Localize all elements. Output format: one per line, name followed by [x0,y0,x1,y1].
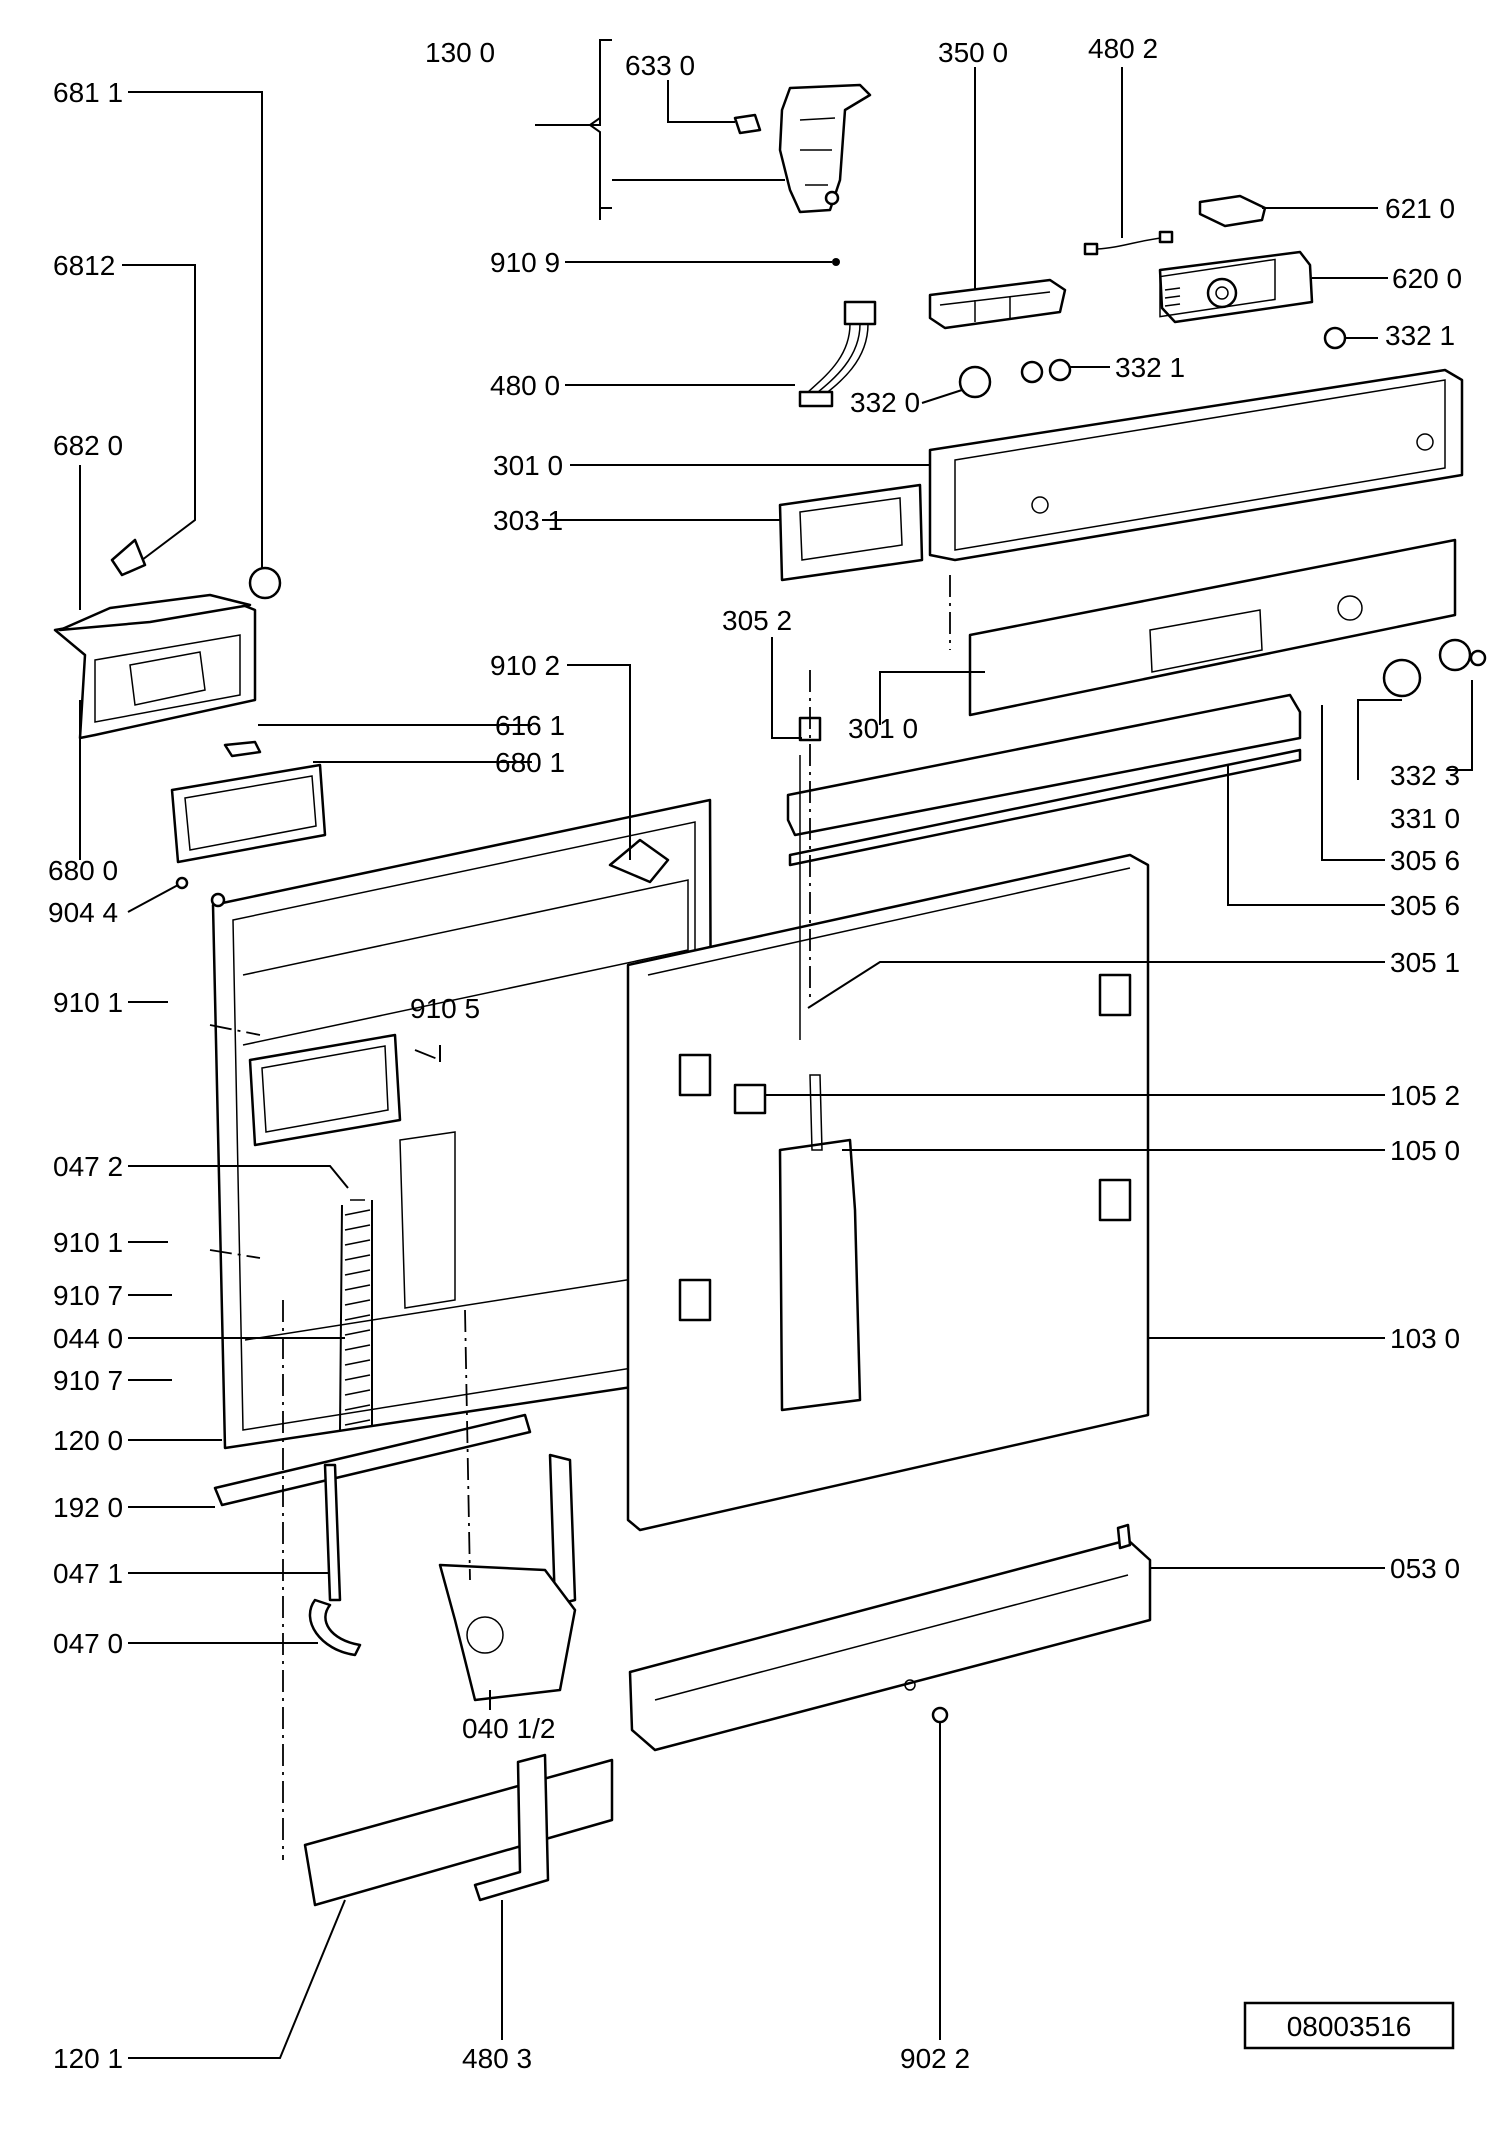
door-hinge-part [438,1453,577,1702]
part-label-053-0: 053 0 [1390,1553,1460,1584]
bracket-brace [588,39,612,209]
part-label-6812: 6812 [53,250,115,281]
knob-part [1048,358,1072,382]
screw-part [832,258,840,266]
clip-part [223,740,262,758]
part-label-044-0: 044 0 [53,1323,123,1354]
part-label-621-0: 621 0 [1385,193,1455,224]
part-label-331-0: 331 0 [1390,803,1460,834]
module-part [928,278,1067,330]
part-label-105-2: 105 2 [1390,1080,1460,1111]
part-label-910-5: 910 5 [410,993,480,1024]
rail-part [213,1413,532,1507]
part-label-332-3: 332 3 [1390,760,1460,791]
part-label-480-0: 480 0 [490,370,560,401]
part-labels: 681 1 6812 682 0 680 0 616 1 680 1 904 4… [48,33,1462,2074]
part-label-303-1: 303 1 [493,505,563,536]
part-label-192-0: 192 0 [53,1492,123,1523]
board-part [1198,194,1267,228]
part-label-103-0: 103 0 [1390,1323,1460,1354]
part-label-682-0: 682 0 [53,430,123,461]
drawing-number: 08003516 [1287,2011,1412,2042]
outer-door-part [626,755,1150,1532]
spring-part [339,1199,373,1431]
part-label-910-2: 910 2 [490,650,560,681]
part-label-301-0: 301 0 [848,713,918,744]
wire-harness-part [798,300,877,408]
part-label-480-2: 480 2 [1088,33,1158,64]
part-label-130-0: 130 0 [425,37,495,68]
strip-part [786,693,1302,867]
small-wire-part [1083,230,1174,256]
dispenser-cover-part [778,483,924,582]
dispenser-part [53,593,257,740]
part-label-105-0: 105 0 [1390,1135,1460,1166]
knob-part [1438,638,1487,672]
part-label-620-0: 620 0 [1392,263,1462,294]
part-label-680-1: 680 1 [495,747,565,778]
part-label-680-0: 680 0 [48,855,118,886]
part-label-350-0: 350 0 [938,37,1008,68]
part-label-305-6: 305 6 [1390,845,1460,876]
part-label-902-2: 902 2 [900,2043,970,2074]
part-label-910-7: 910 7 [53,1365,123,1396]
knob-part [1323,326,1347,350]
knob-part [1020,360,1044,384]
part-label-047-1: 047 1 [53,1558,123,1589]
part-label-040-1-2: 040 1/2 [462,1713,555,1744]
seal-part [170,763,327,864]
part-label-681-1: 681 1 [53,77,123,108]
part-label-910-9: 910 9 [490,247,560,278]
screw-part [175,876,189,890]
part-label-120-1: 120 1 [53,2043,123,2074]
kick-plate-part [628,1523,1152,1752]
part-label-910-7: 910 7 [53,1280,123,1311]
part-label-633-0: 633 0 [625,50,695,81]
part-label-332-1: 332 1 [1385,320,1455,351]
screw-part [931,1706,949,1724]
part-label-332-1: 332 1 [1115,352,1185,383]
part-label-910-1: 910 1 [53,1227,123,1258]
knob-part [1382,658,1422,698]
part-label-305-6: 305 6 [1390,890,1460,921]
leader-lines [79,65,1473,2059]
control-panel-part [928,258,1464,562]
part-label-305-1: 305 1 [1390,947,1460,978]
facia-panel-part [968,538,1457,717]
part-label-332-0: 332 0 [850,387,920,418]
part-label-480-3: 480 3 [462,2043,532,2074]
part-label-616-1: 616 1 [495,710,565,741]
part-label-305-2: 305 2 [722,605,792,636]
part-label-047-2: 047 2 [53,1151,123,1182]
assembly-lines [209,575,951,1860]
part-label-904-4: 904 4 [48,897,118,928]
latch-assembly-part [733,83,872,214]
flap-part [110,538,147,577]
drawing-number-box [1243,2001,1455,2050]
part-label-910-1: 910 1 [53,987,123,1018]
cap-part [248,566,282,600]
part-label-120-0: 120 0 [53,1425,123,1456]
part-label-047-0: 047 0 [53,1628,123,1659]
rod-part [308,1463,362,1657]
part-label-301-0: 301 0 [493,450,563,481]
lower-strip-part [303,1753,614,1907]
knob-part [958,365,992,399]
programmer-part [1158,250,1314,324]
